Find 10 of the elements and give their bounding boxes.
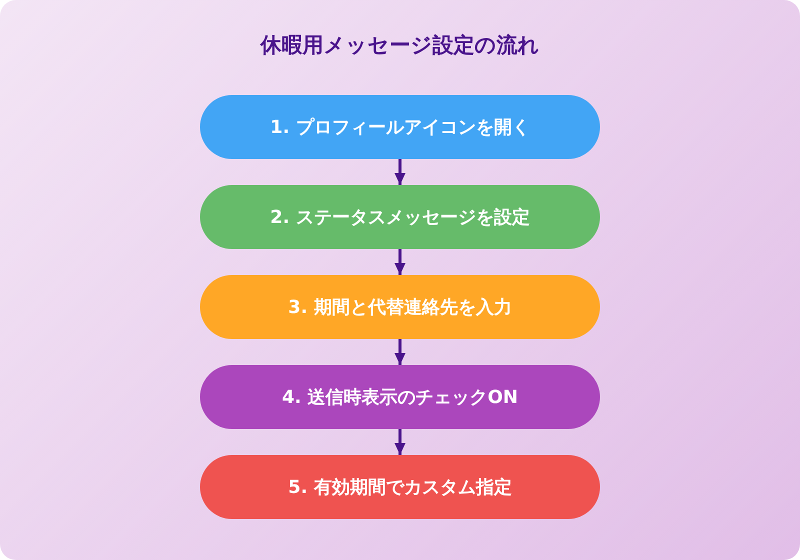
step-pill: 1. プロフィールアイコンを開く: [200, 95, 600, 159]
step-pill: 5. 有効期間でカスタム指定: [200, 455, 600, 519]
step-pill: 4. 送信時表示のチェックON: [200, 365, 600, 429]
arrow: [394, 429, 406, 455]
diagram-title: 休暇用メッセージ設定の流れ: [260, 33, 540, 57]
arrow: [394, 249, 406, 275]
step-pill: 2. ステータスメッセージを設定: [200, 185, 600, 249]
arrow: [394, 339, 406, 365]
arrow: [394, 159, 406, 185]
step-pill: 3. 期間と代替連絡先を入力: [200, 275, 600, 339]
